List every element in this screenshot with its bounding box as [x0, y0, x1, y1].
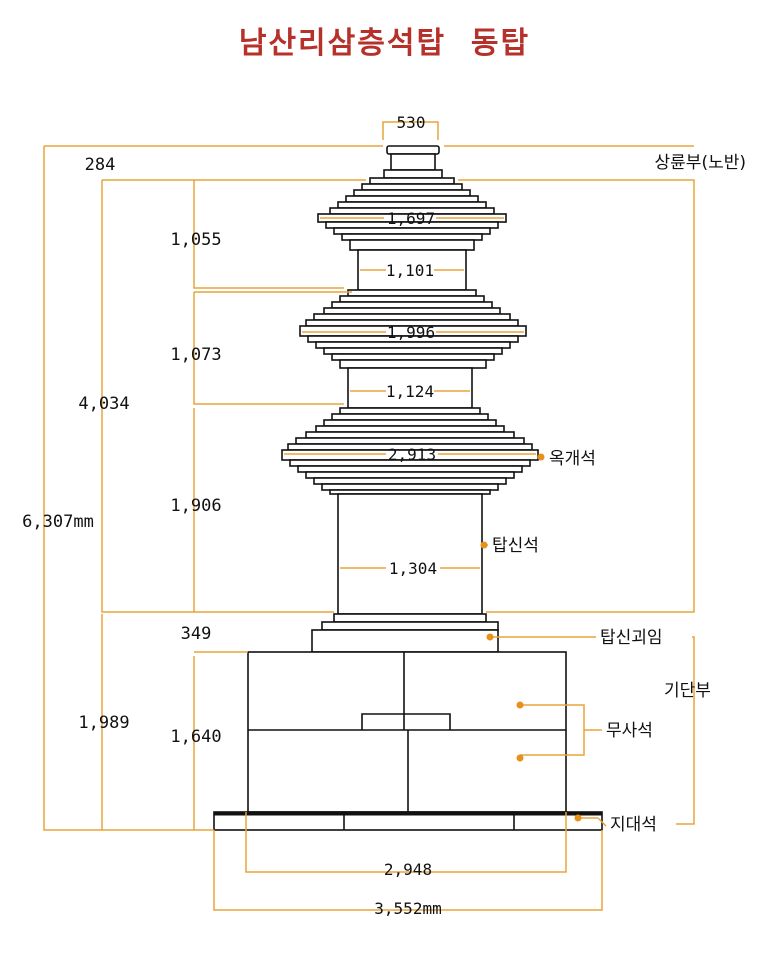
page-title: 남산리삼층석탑 동탑: [238, 26, 531, 61]
body3-width-label: 1,304: [389, 559, 437, 578]
finial-shape: [383, 145, 443, 179]
body-stone-2: [347, 367, 473, 409]
finial-width-label: 530: [397, 113, 426, 132]
story1-height-label: 1,055: [170, 230, 221, 250]
ground-stone-label: 지대석: [610, 815, 657, 835]
base-width-label: 2,948: [384, 860, 432, 879]
dimension-lines: [43, 121, 695, 911]
leader-markers: [480, 453, 582, 822]
roof-stone-label: 옥개석: [549, 449, 596, 469]
roof-stone-3: [281, 407, 539, 495]
body2-width-label: 1,124: [386, 382, 434, 401]
base-stone-height-label: 1,640: [170, 727, 221, 747]
body1-width-label: 1,101: [386, 261, 434, 280]
total-height-label: 6,307mm: [22, 512, 94, 532]
foundation-width-label: 3,552mm: [374, 899, 441, 918]
base-stones: [247, 651, 567, 813]
pagoda-drawing: [213, 145, 603, 831]
ground-stone-shape: [213, 811, 603, 831]
body-stone-3: [337, 493, 483, 615]
base-support-height-label: 349: [181, 624, 212, 644]
story2-height-label: 1,073: [170, 345, 221, 365]
roof2-width-label: 1,996: [387, 323, 435, 342]
body-support-shape: [311, 613, 499, 653]
story3-height-label: 1,906: [170, 496, 221, 516]
base-section-label: 기단부: [664, 681, 711, 701]
base-height-label: 1,989: [78, 713, 129, 733]
roof1-width-label: 1,697: [387, 209, 435, 228]
finial-label: 상륜부(노반): [655, 153, 746, 173]
roof3-width-label: 2,913: [388, 445, 436, 464]
body-support-label: 탑신괴임: [600, 628, 663, 648]
finial-height-label: 284: [85, 155, 116, 175]
tower-height-label: 4,034: [78, 394, 129, 414]
body-stone-label: 탑신석: [492, 536, 539, 556]
roof-stone-2: [299, 289, 527, 369]
base-stone-label: 무사석: [606, 721, 653, 741]
roof-stone-1: [317, 177, 507, 251]
